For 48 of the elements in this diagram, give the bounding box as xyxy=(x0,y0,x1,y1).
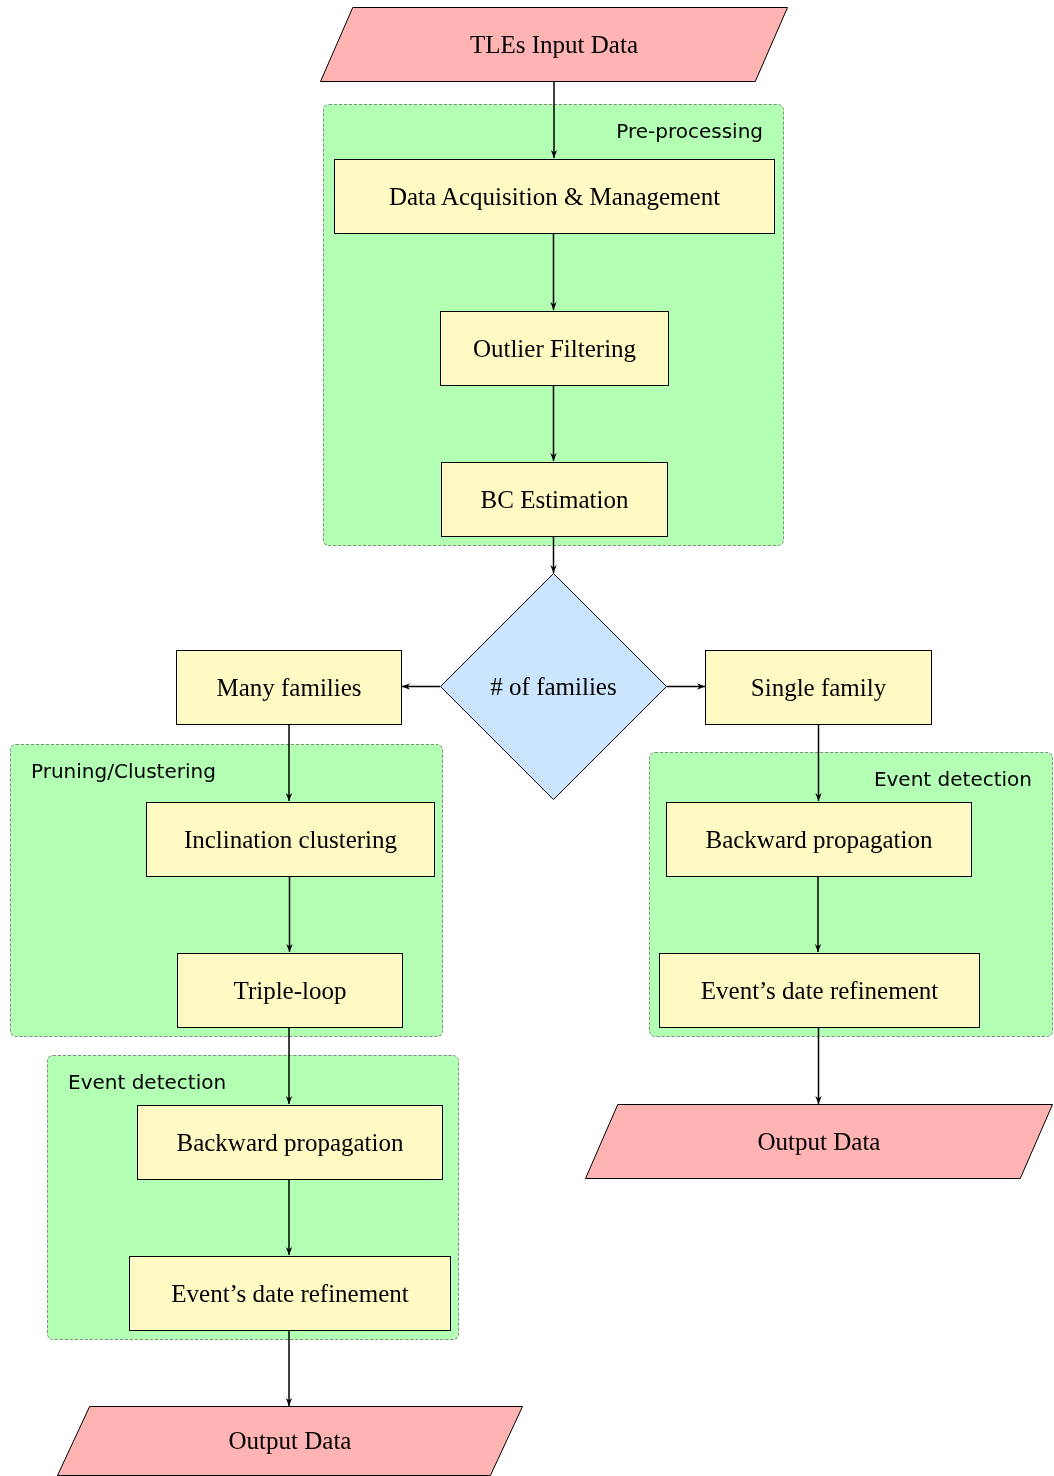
arrow xyxy=(285,1329,293,1407)
group-label: Event detection xyxy=(873,767,1032,792)
node-label: Data Acquisition & Management xyxy=(388,181,721,212)
node-label: Output Data xyxy=(757,1126,881,1157)
group-label: Event detection xyxy=(68,1070,227,1095)
arrow xyxy=(550,535,557,574)
arrow xyxy=(666,683,706,690)
group-panel xyxy=(323,104,784,546)
node-label: Event’s date refinement xyxy=(700,975,939,1006)
arrow xyxy=(286,875,293,953)
arrow xyxy=(550,81,558,159)
process-box xyxy=(129,1256,451,1331)
arrow xyxy=(285,724,293,802)
process-box xyxy=(137,1105,443,1180)
arrow xyxy=(550,232,557,311)
arrow xyxy=(550,384,557,462)
process-box xyxy=(176,650,402,725)
node-label: Backward propagation xyxy=(705,824,933,855)
arrow xyxy=(401,683,441,690)
node-label: TLEs Input Data xyxy=(470,29,638,60)
group-panel xyxy=(649,752,1053,1037)
node-label: Triple-loop xyxy=(233,975,347,1006)
node-label: Single family xyxy=(750,672,887,703)
arrow xyxy=(814,875,822,953)
node-label: Backward propagation xyxy=(176,1127,404,1158)
group-panel xyxy=(10,744,443,1037)
process-box xyxy=(146,802,435,877)
group-label: Pre-processing xyxy=(616,119,763,144)
process-box xyxy=(440,311,669,386)
arrow xyxy=(815,1026,822,1105)
group-label: Pruning/Clustering xyxy=(31,759,216,784)
node-label: Output Data xyxy=(228,1426,352,1457)
process-box xyxy=(666,802,972,877)
process-box xyxy=(177,953,403,1028)
arrow xyxy=(815,724,822,802)
process-box xyxy=(441,462,668,537)
node-label: Inclination clustering xyxy=(183,824,398,855)
arrow xyxy=(285,1026,293,1105)
process-box xyxy=(659,953,980,1028)
process-box xyxy=(334,159,775,234)
node-label: Event’s date refinement xyxy=(171,1278,409,1309)
arrow xyxy=(285,1178,293,1256)
group-panel xyxy=(47,1055,459,1340)
node-label: Outlier Filtering xyxy=(472,333,637,364)
node-label: Many families xyxy=(216,672,362,703)
process-box xyxy=(705,650,932,725)
node-label: BC Estimation xyxy=(480,484,629,515)
node-label: # of families xyxy=(490,671,617,702)
